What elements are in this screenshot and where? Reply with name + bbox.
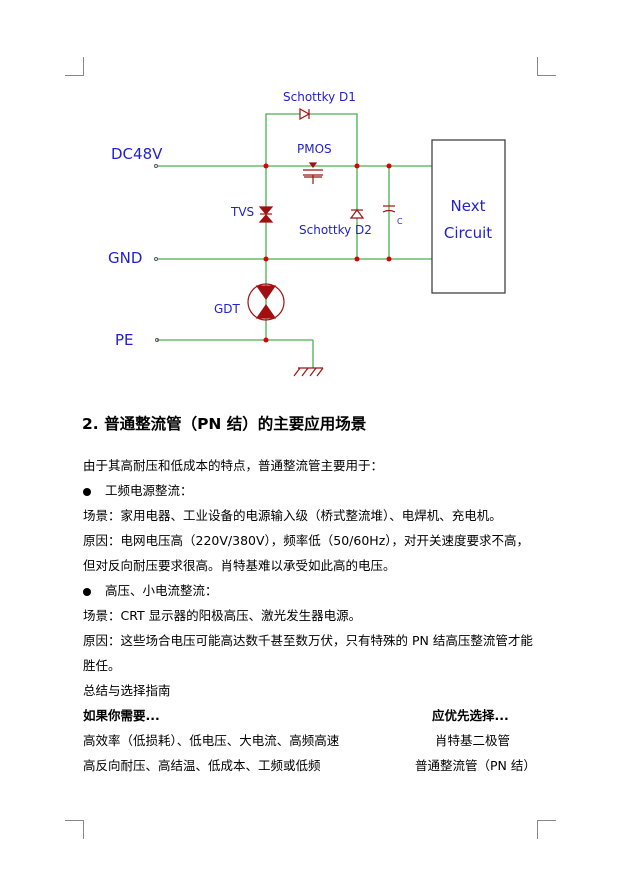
table-row-choice: 肖特基二极管	[435, 733, 511, 748]
table-row-need: 高反向耐压、高结温、低成本、工频或低频	[83, 758, 321, 773]
junction-nodes	[263, 163, 392, 343]
summary-heading: 总结与选择指南	[83, 683, 171, 698]
terminals	[154, 164, 159, 342]
paragraph: 但对反向耐压要求很高。肖特基难以承受如此高的电压。	[83, 558, 396, 573]
wires	[157, 113, 432, 368]
circuit-label: Circuit	[444, 224, 492, 242]
circuit-diagram: DC48V GND PE Schottky D1 PMOS TVS Schott…	[108, 90, 506, 377]
bullet-label: 工频电源整流：	[105, 483, 193, 498]
crop-mark	[537, 820, 556, 839]
table-header-choice: 应优先选择...	[432, 708, 509, 723]
table-row-choice: 普通整流管（PN 结）	[415, 758, 536, 773]
section-heading: 2. 普通整流管（PN 结）的主要应用场景	[82, 415, 367, 433]
pe-label: PE	[115, 331, 134, 349]
table-header-need: 如果你需要...	[83, 708, 160, 723]
table-row-need: 高效率（低损耗）、低电压、大电流、高频高速	[83, 733, 340, 748]
bullet-item: 高压、小电流整流：	[83, 582, 218, 600]
paragraph: 场景：家用电器、工业设备的电源输入级（桥式整流堆）、电焊机、充电机。	[83, 508, 502, 523]
bullet-item: 工频电源整流：	[83, 482, 193, 500]
paragraph: 胜任。	[83, 658, 121, 673]
paragraph: 场景：CRT 显示器的阳极高压、激光发生器电源。	[83, 608, 362, 623]
d2-label: Schottky D2	[299, 223, 372, 237]
tvs-diode	[258, 206, 274, 223]
schottky-d2-diode	[349, 209, 365, 219]
bullet-icon	[83, 487, 91, 496]
bullet-label: 高压、小电流整流：	[105, 583, 218, 598]
crop-mark	[65, 57, 84, 76]
dc48v-label: DC48V	[111, 145, 163, 163]
crop-mark	[537, 57, 556, 76]
paragraph: 原因：这些场合电压可能高达数千甚至数万伏，只有特殊的 PN 结高压整流管才能	[83, 633, 533, 648]
ground-symbol	[293, 367, 324, 377]
pmos-label: PMOS	[297, 142, 332, 156]
capacitor	[382, 205, 396, 213]
crop-mark	[65, 820, 84, 839]
next-label: Next	[451, 197, 486, 215]
next-circuit-box	[431, 139, 506, 294]
bullet-icon	[83, 587, 91, 596]
paragraph: 原因：电网电压高（220V/380V），频率低（50/60Hz），对开关速度要求…	[83, 533, 530, 548]
gdt-label: GDT	[214, 302, 241, 316]
tvs-label: TVS	[230, 205, 254, 219]
intro-text: 由于其高耐压和低成本的特点，普通整流管主要用于：	[83, 458, 384, 473]
schottky-d1-diode	[299, 107, 311, 121]
d1-label: Schottky D1	[283, 90, 356, 104]
cap-label: C	[397, 217, 403, 226]
gnd-label: GND	[108, 249, 142, 267]
pmos-transistor	[303, 162, 323, 184]
gdt-tube	[247, 283, 285, 321]
